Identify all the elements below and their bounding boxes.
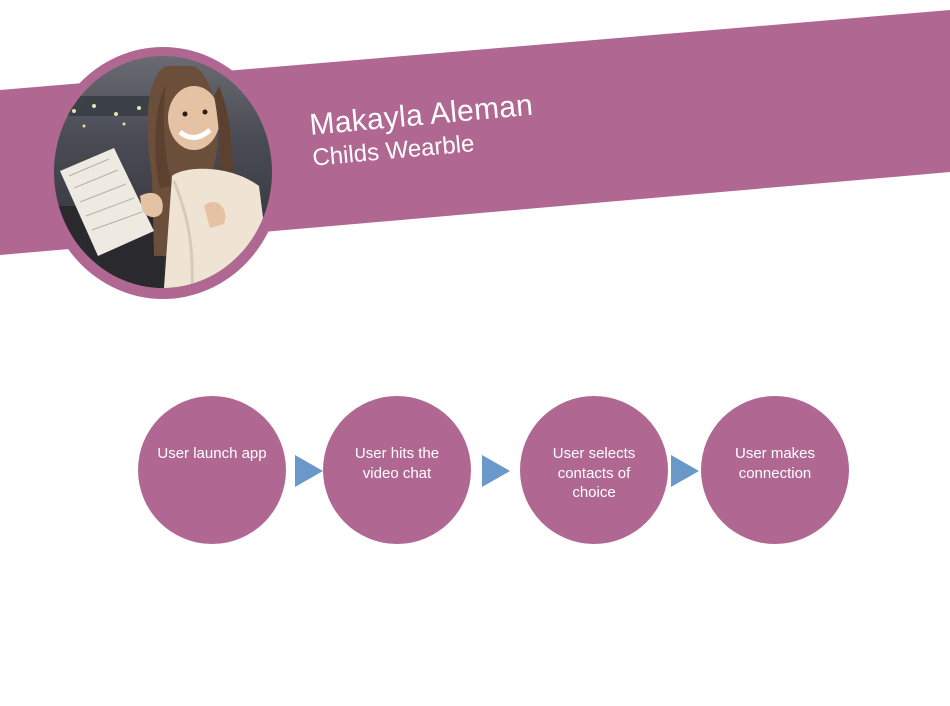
flow-step-label: User hits the video chat — [354, 445, 440, 482]
arrow-right-icon — [295, 455, 323, 487]
arrow-right-icon — [671, 455, 699, 487]
flow-step-label: User makes connection — [734, 445, 816, 482]
avatar-photo — [54, 56, 272, 288]
flow-step-select-contacts: User selects contacts of choice — [520, 396, 668, 544]
flow-step-video-chat: User hits the video chat — [323, 396, 471, 544]
arrow-right-icon — [482, 455, 510, 487]
flow-step-launch: User launch app — [138, 396, 286, 544]
flow-step-connection: User makes connection — [701, 396, 849, 544]
flow-step-label: User launch app — [157, 445, 267, 462]
flow-step-label: User selects contacts of choice — [552, 445, 636, 501]
